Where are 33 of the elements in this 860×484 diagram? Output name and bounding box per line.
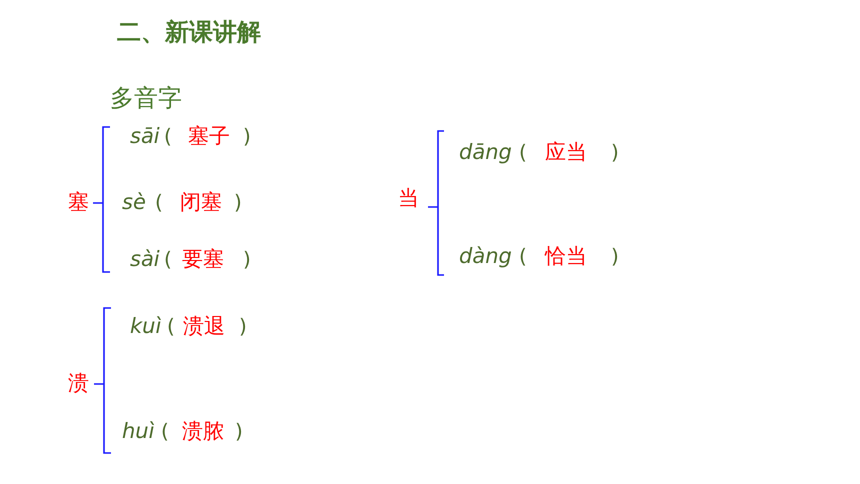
- character: 当: [398, 186, 419, 211]
- parenthesis: ): [235, 419, 243, 443]
- parenthesis: ): [611, 140, 619, 164]
- pinyin: sè: [122, 190, 146, 215]
- pinyin: huì: [122, 419, 154, 444]
- character: 塞: [68, 190, 89, 215]
- pinyin: kuì: [130, 314, 162, 339]
- parenthesis: (: [519, 140, 527, 164]
- subheading: 多音字: [110, 84, 182, 112]
- parenthesis: (: [167, 314, 175, 338]
- character: 溃: [68, 371, 89, 396]
- pinyin: sài: [130, 247, 160, 272]
- pinyin: sāi: [130, 124, 160, 149]
- example-word: 溃脓: [182, 419, 224, 444]
- parenthesis: ): [239, 314, 247, 338]
- example-word: 溃退: [183, 314, 225, 339]
- parenthesis: ): [243, 124, 251, 148]
- example-word: 恰当: [545, 244, 587, 269]
- example-word: 塞子: [188, 124, 230, 149]
- parenthesis: (: [164, 124, 172, 148]
- parenthesis: (: [164, 247, 172, 271]
- section-heading: 二、新课讲解: [117, 20, 261, 44]
- parenthesis: (: [519, 244, 527, 268]
- parenthesis: ): [243, 247, 251, 271]
- example-word: 要塞: [182, 247, 224, 272]
- example-word: 闭塞: [180, 190, 222, 215]
- parenthesis: ): [234, 190, 242, 214]
- parenthesis: (: [155, 190, 163, 214]
- parenthesis: (: [161, 419, 169, 443]
- pinyin: dāng: [459, 140, 512, 165]
- example-word: 应当: [545, 140, 587, 165]
- parenthesis: ): [611, 244, 619, 268]
- pinyin: dàng: [459, 244, 512, 269]
